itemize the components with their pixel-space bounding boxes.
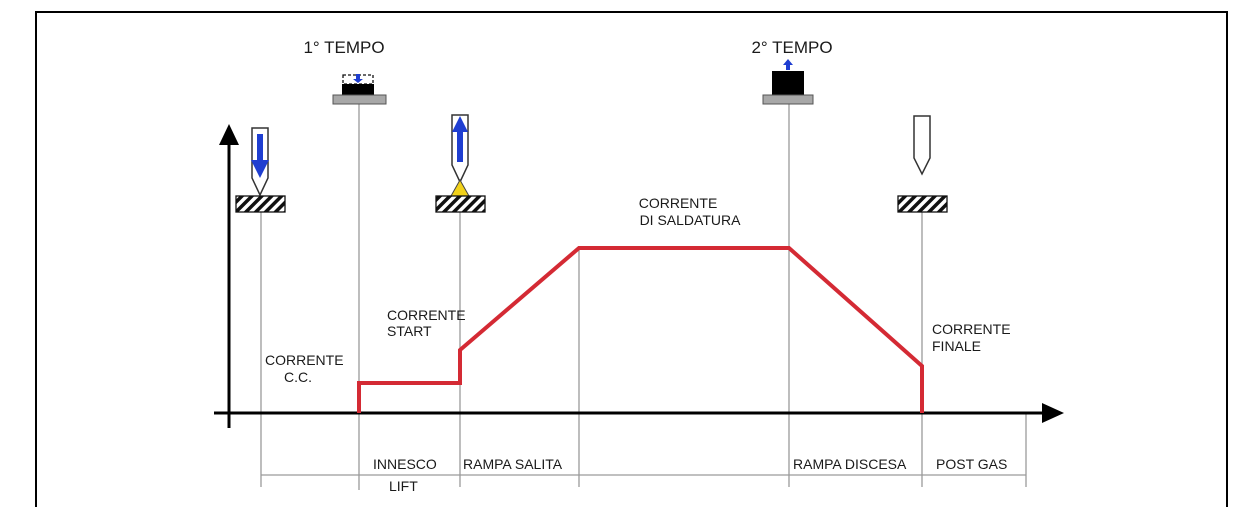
label-corrente-cc-1: CORRENTE: [265, 352, 344, 368]
segment-post-gas: POST GAS: [936, 456, 1007, 472]
first-tempo-title: 1° TEMPO: [303, 38, 384, 57]
segment-innesco-1: INNESCO: [373, 456, 437, 472]
segment-rampa-discesa: RAMPA DISCESA: [793, 456, 907, 472]
segment-innesco-2: LIFT: [389, 478, 418, 494]
workpiece-icon: [435, 195, 486, 213]
x-axis-arrowhead: [1042, 403, 1064, 423]
torch-up-spark-icon: [450, 114, 470, 197]
label-corrente-finale-2: FINALE: [932, 338, 981, 354]
workpiece-icon: [897, 195, 948, 213]
current-curve: [357, 246, 924, 413]
button-release-icon: [762, 59, 814, 105]
second-tempo-title: 2° TEMPO: [751, 38, 832, 57]
label-corrente-saldatura-2: DI SALDATURA: [640, 212, 742, 228]
diagram-border: [35, 11, 1228, 507]
y-axis-arrowhead: [219, 124, 239, 145]
label-corrente-cc-2: C.C.: [284, 369, 312, 385]
torch-down-icon: [251, 127, 269, 197]
segment-rampa-salita: RAMPA SALITA: [463, 456, 563, 472]
label-corrente-start-2: START: [387, 323, 432, 339]
button-press-icon: [332, 74, 387, 105]
workpiece-icon: [235, 195, 286, 213]
label-corrente-start-1: CORRENTE: [387, 307, 466, 323]
label-corrente-saldatura-1: CORRENTE: [639, 195, 718, 211]
guide-lines: [260, 104, 1027, 490]
label-corrente-finale-1: CORRENTE: [932, 321, 1011, 337]
torch-idle-icon: [913, 115, 931, 176]
